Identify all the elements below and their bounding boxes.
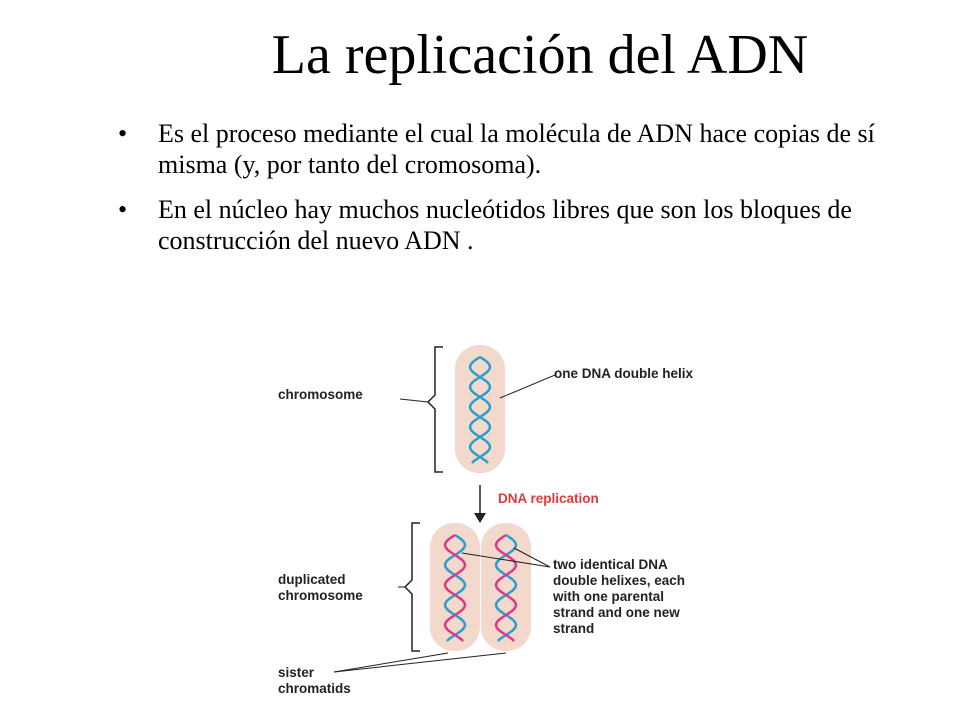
bullet-list: • Es el proceso mediante el cual la molé…	[118, 118, 898, 270]
chromosome-pointer	[399, 398, 429, 403]
bullet-item: • En el núcleo hay muchos nucleótidos li…	[118, 194, 898, 256]
parental-strand	[443, 533, 467, 642]
bullet-dot: •	[118, 195, 128, 224]
bullet-item: • Es el proceso mediante el cual la molé…	[118, 118, 898, 180]
chromosome-label: chromosome	[278, 387, 363, 402]
identical-label-line1: two identical DNA	[553, 557, 668, 572]
sister-pointer-2	[333, 652, 507, 673]
parental-strand	[468, 355, 492, 464]
duplicated-label-line1: duplicated	[278, 572, 346, 587]
sister-chromatid-left	[430, 523, 480, 651]
bullet-dot: •	[118, 119, 128, 148]
duplicated-bracket	[403, 522, 420, 652]
helix-pointer	[499, 374, 556, 399]
sister-chromatid-right	[481, 523, 531, 651]
bullet-text: En el núcleo hay muchos nucleótidos libr…	[158, 195, 852, 255]
daughter-double-helix-left	[443, 533, 467, 642]
replication-label: DNA replication	[498, 491, 599, 506]
dna-replication-diagram: chromosome one DNA double helix DNA repl…	[278, 345, 693, 696]
daughter-double-helix-right	[494, 533, 518, 642]
chromosome-body	[455, 345, 505, 473]
identical-label-line5: strand	[553, 621, 594, 636]
identical-pointer-2	[513, 547, 551, 568]
chromosome-bracket	[426, 346, 443, 473]
sister-label-line2: chromatids	[278, 681, 351, 696]
identical-label-line3: with one parental	[552, 589, 664, 604]
sister-pointer-1	[333, 652, 449, 673]
parental-double-helix	[468, 355, 492, 464]
new-strand	[494, 533, 518, 642]
identical-pointer-1	[461, 552, 551, 568]
identical-label-line2: double helixes, each	[553, 573, 685, 588]
parental-strand	[468, 355, 492, 464]
arrow-head	[474, 513, 486, 523]
bullet-text: Es el proceso mediante el cual la molécu…	[158, 119, 875, 179]
parental-strand	[494, 533, 518, 642]
new-strand	[443, 533, 467, 642]
duplicated-label-line2: chromosome	[278, 588, 363, 603]
slide-title: La replicación del ADN	[271, 24, 809, 86]
one-helix-label: one DNA double helix	[554, 366, 693, 381]
identical-label-line4: strand and one new	[553, 605, 680, 620]
sister-label-line1: sister	[278, 665, 315, 680]
